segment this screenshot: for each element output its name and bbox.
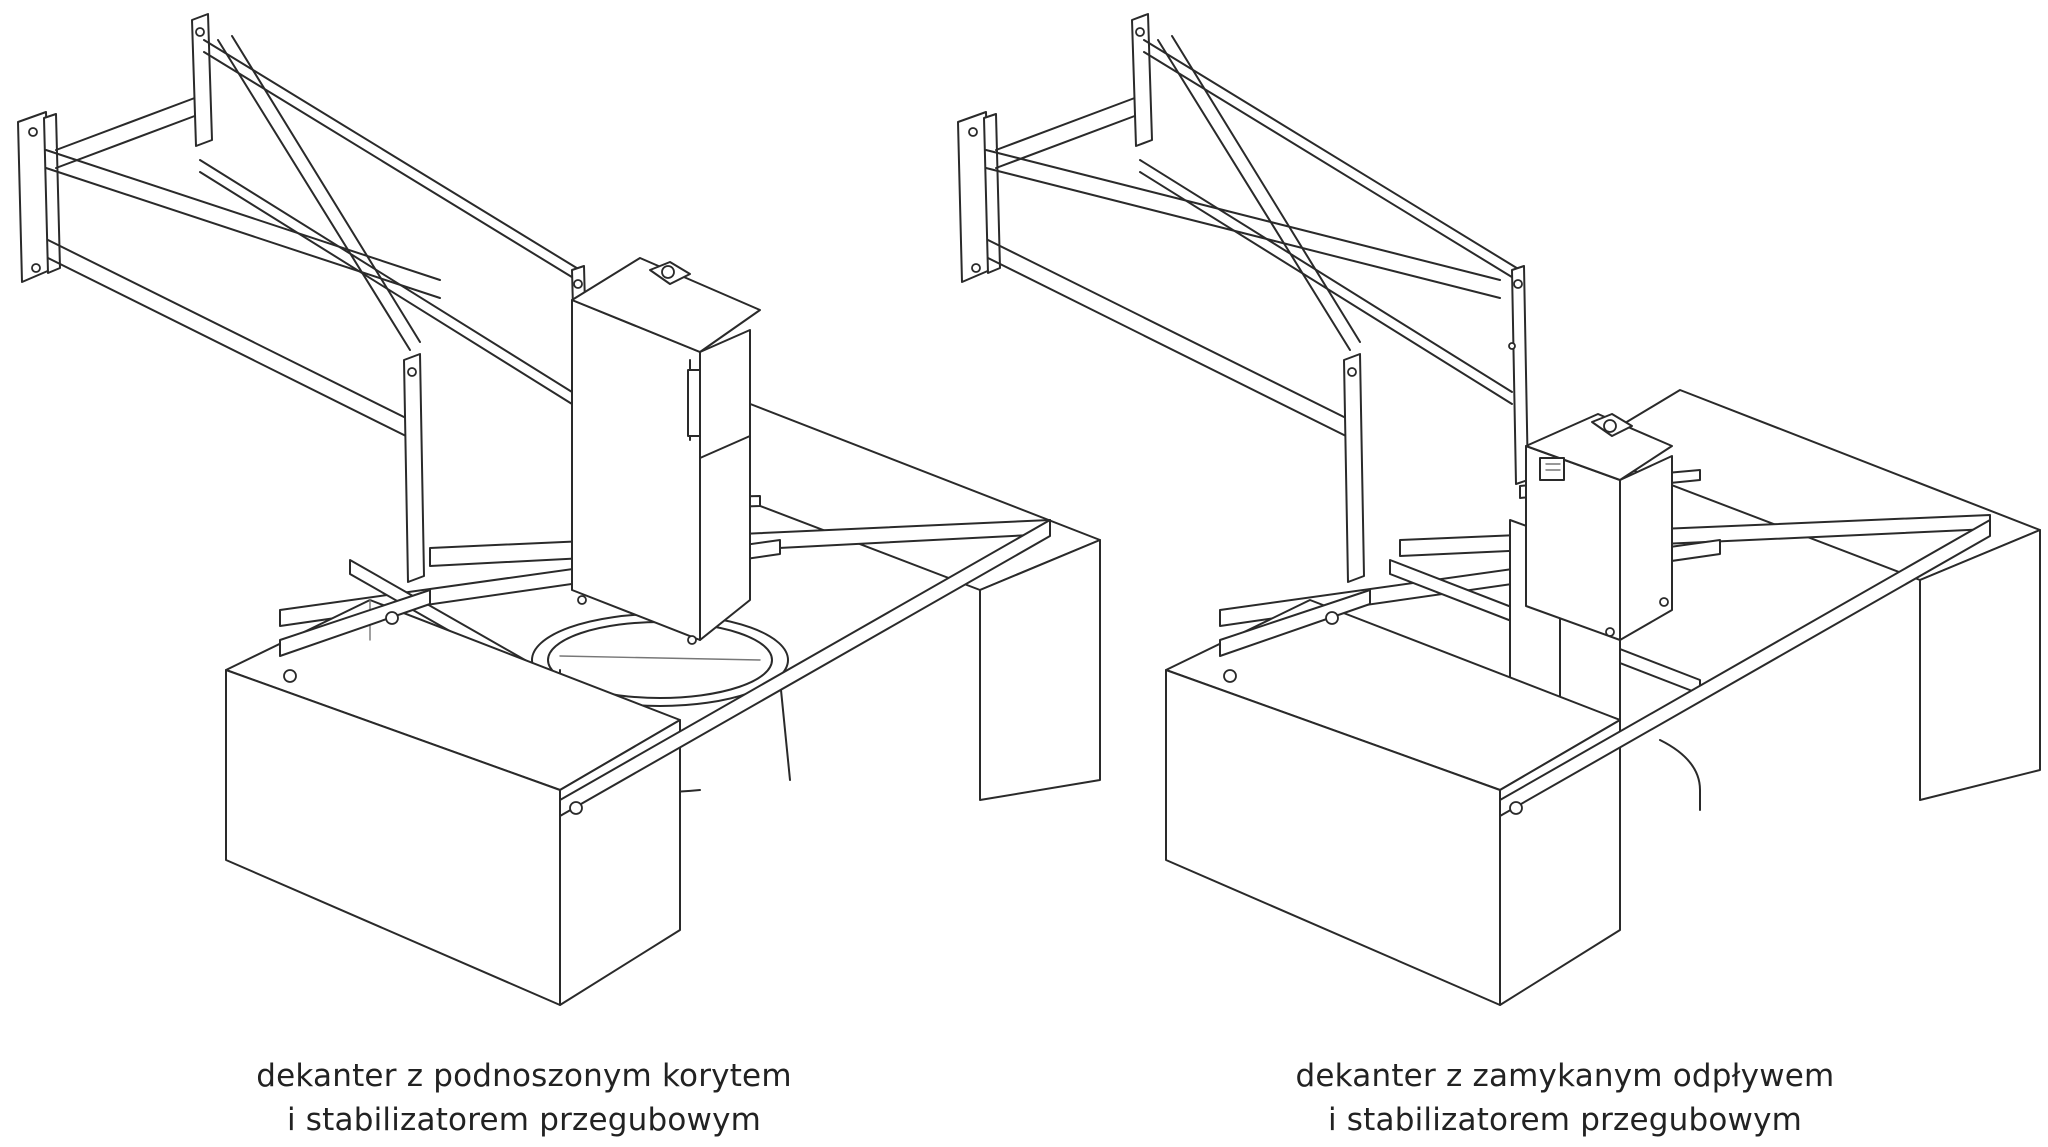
decanter-raised-trough-drawing [17,13,1101,1006]
railing-frame [957,13,1529,583]
caption-right-line1: dekanter z zamykanym odpływem [1295,1058,1835,1094]
caption-left-line2: i stabilizatorem przegubowym [286,1102,762,1138]
front-rail [279,519,1051,817]
caption-left: dekanter z podnoszonym korytem i stabili… [144,1054,904,1142]
caption-left-line1: dekanter z podnoszonym korytem [256,1058,792,1094]
decanter-closed-outflow-drawing [957,13,2041,1006]
motor-housing [571,257,761,645]
front-rail [1219,519,1991,817]
caption-right-line2: i stabilizatorem przegubowym [1327,1102,1803,1138]
railing-frame [17,13,589,583]
float-front [1165,599,1621,1006]
float-back [639,399,1101,801]
actuator-housing [1525,413,1673,641]
caption-right: dekanter z zamykanym odpływem i stabiliz… [1185,1054,1945,1142]
